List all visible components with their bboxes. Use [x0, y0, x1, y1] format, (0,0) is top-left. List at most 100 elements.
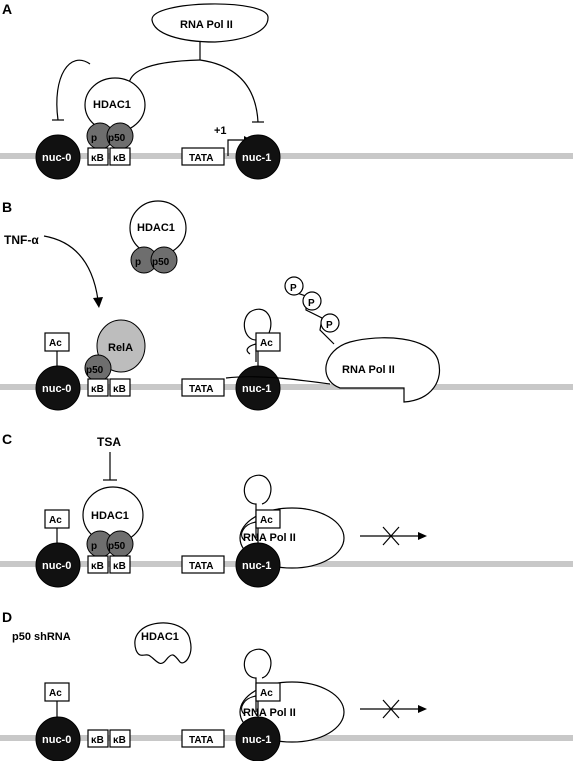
- nuc-1-label: nuc-1: [242, 152, 271, 164]
- tata-label: TATA: [189, 735, 213, 746]
- hdac1-label: HDAC1: [141, 631, 179, 643]
- rna-pol-ii-shape: [325, 337, 440, 403]
- tata-label: TATA: [189, 153, 213, 164]
- kb-site: [87, 729, 109, 748]
- kb-site: [109, 729, 131, 748]
- phospho-group: [302, 291, 322, 311]
- acetyl-label: Ac: [260, 338, 273, 349]
- panel-a-letter: A: [2, 1, 12, 17]
- kb-site: [87, 378, 109, 397]
- panel-d-letter: D: [2, 609, 12, 625]
- tata-label: TATA: [189, 384, 213, 395]
- kb-site: [109, 555, 131, 574]
- nuc-1: [235, 716, 281, 761]
- tsa-label: TSA: [97, 435, 121, 449]
- kb-site: [109, 378, 131, 397]
- rna-pol-ii-shape: [151, 3, 269, 43]
- pol-inhibition-arrow: [128, 59, 201, 93]
- kb-label: κB: [113, 153, 126, 164]
- nuc-1-label: nuc-1: [242, 383, 271, 395]
- tss-arrow: [227, 139, 244, 156]
- kb-label: κB: [91, 735, 104, 746]
- arrowhead: [418, 532, 427, 540]
- arrowhead: [418, 705, 427, 713]
- rna-pol-ii-label: RNA Pol II: [342, 364, 395, 376]
- nuc-0: [35, 542, 81, 588]
- p50-label: p50: [108, 133, 126, 144]
- pol-to-nuc1-inhibition: [199, 59, 259, 123]
- kb-site: [109, 147, 131, 166]
- p50-label: p50: [108, 541, 126, 552]
- nuc-1: [235, 542, 281, 588]
- p50-subunit: [150, 246, 178, 274]
- rna-transcript: [241, 695, 257, 715]
- tss-label: +1: [214, 125, 227, 137]
- nuc-0-label: nuc-0: [42, 734, 71, 746]
- hdac1-label: HDAC1: [137, 222, 175, 234]
- nuc-1: [235, 134, 281, 180]
- kb-label: κB: [91, 153, 104, 164]
- acetyl-label: Ac: [49, 515, 62, 526]
- acetyl-label: Ac: [49, 688, 62, 699]
- rna-pol-ii-label: RNA Pol II: [180, 19, 233, 31]
- nascent-rna-hairpin: [243, 474, 272, 538]
- tata-box: [181, 147, 225, 166]
- block-x: [382, 526, 400, 546]
- p50-partial-label: p: [91, 541, 97, 552]
- rna-pol-ii-label: RNA Pol II: [243, 532, 296, 544]
- hdac1-label: HDAC1: [93, 99, 131, 111]
- nuc-0: [35, 716, 81, 761]
- acetyl-label: Ac: [260, 515, 273, 526]
- rela-shape: [96, 319, 146, 373]
- hdac1-label: HDAC1: [91, 510, 129, 522]
- panel-c-letter: C: [2, 431, 12, 447]
- panel-d: D p50 shRNA HDAC1 Ac nuc-0 κB κB TATA RN…: [0, 609, 573, 761]
- shrna-label: p50 shRNA: [12, 631, 71, 643]
- nuc-0-label: nuc-0: [42, 560, 71, 572]
- phospho-group: [284, 276, 304, 296]
- p50-label: p50: [152, 257, 170, 268]
- kb-label: κB: [113, 735, 126, 746]
- kb-label: κB: [91, 561, 104, 572]
- phospho-group: [320, 313, 340, 333]
- kb-label: κB: [91, 384, 104, 395]
- kb-label: κB: [113, 561, 126, 572]
- p50-partial-label: p: [91, 133, 97, 144]
- tata-box: [181, 555, 225, 574]
- panel-a: A RNA Pol II HDAC1 p p50 nuc-0 κB κB TAT…: [0, 1, 573, 180]
- block-x: [382, 699, 400, 719]
- phospho-label: P: [308, 298, 315, 309]
- tnf-arrow: [43, 235, 99, 301]
- acetyl-mark: [255, 682, 281, 702]
- tnf-arrowhead: [93, 297, 103, 308]
- kb-site: [87, 147, 109, 166]
- nuc-1-label: nuc-1: [242, 734, 271, 746]
- panel-b-letter: B: [2, 199, 12, 215]
- nuc-0: [35, 365, 81, 411]
- tata-label: TATA: [189, 561, 213, 572]
- tata-box: [181, 729, 225, 748]
- nuc-0-label: nuc-0: [42, 152, 71, 164]
- phospho-label: P: [290, 283, 297, 294]
- nascent-rna-hairpin: [243, 648, 272, 712]
- acetyl-label: Ac: [49, 338, 62, 349]
- tnf-alpha-label: TNF-α: [4, 233, 39, 247]
- acetyl-mark: [255, 332, 281, 352]
- nuc-0: [35, 134, 81, 180]
- acetyl-mark: [255, 509, 281, 529]
- hdac1-inhibition-arc: [56, 59, 91, 121]
- panel-b: B HDAC1 p p50 TNF-α Ac nuc-0 RelA p50 κB…: [0, 199, 573, 411]
- acetyl-label: Ac: [260, 688, 273, 699]
- rna-transcript: [225, 376, 331, 385]
- phospho-label: P: [326, 320, 333, 331]
- rna-pol-ii-label: RNA Pol II: [243, 707, 296, 719]
- rela-label: RelA: [108, 342, 133, 354]
- nascent-rna-hairpin: [243, 308, 272, 362]
- p50-partial-label: p: [135, 257, 141, 268]
- p50-label: p50: [86, 365, 104, 376]
- hdac1-shape: [134, 622, 192, 664]
- rna-transcript: [241, 521, 257, 541]
- panel-c: C TSA HDAC1 p p50 Ac nuc-0 κB κB TATA RN…: [0, 431, 573, 588]
- nuc-1-label: nuc-1: [242, 560, 271, 572]
